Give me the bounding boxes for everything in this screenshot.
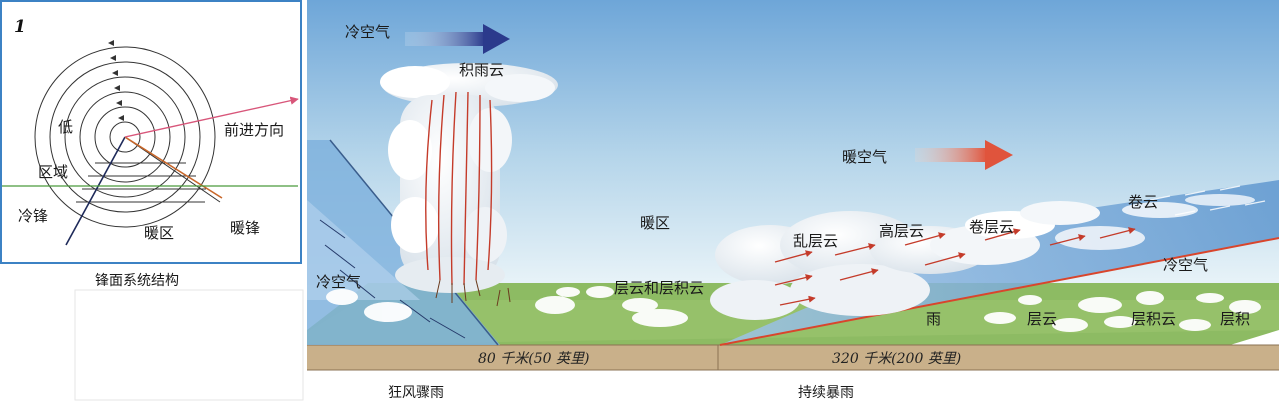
- inset-warm-sector-label: 暖区: [144, 224, 174, 242]
- inset-region-label: 区域: [38, 163, 68, 181]
- inset-caption: 锋面系统结构: [95, 273, 179, 289]
- inset-direction-arrow: [124, 96, 299, 138]
- cold-flow-lines: [319, 219, 466, 339]
- main-diagram: 冷空气 积雨云 暖空气 暖区 冷空气 层云和层积云 乱层云 高层云 卷层云 卷云…: [307, 0, 1279, 401]
- inset-warm-front-label: 暖锋: [230, 219, 260, 237]
- cold-air-left-label: 冷空气: [316, 273, 361, 291]
- cirrostratus-label: 卷层云: [969, 218, 1014, 236]
- altostratus-label: 高层云: [879, 222, 924, 240]
- inset-number: 1: [14, 17, 26, 37]
- isobar-circles: [34, 46, 216, 228]
- caption-squall: 狂风骤雨: [388, 385, 444, 401]
- caption-steady-rain: 持续暴雨: [798, 384, 854, 401]
- warm-air-label: 暖空气: [842, 148, 887, 166]
- warm-sector-label: 暖区: [640, 214, 670, 232]
- warm-air-rising-arrows: [774, 227, 1136, 306]
- inset-panel: 1: [0, 0, 302, 289]
- inset-warm-front-line: [124, 136, 223, 199]
- cold-air-top-label: 冷空气: [345, 23, 390, 41]
- ground-cumulus-clouds: [326, 286, 1261, 332]
- cumulonimbus-label: 积雨云: [459, 61, 504, 79]
- rain-label: 雨: [926, 310, 941, 328]
- stratus-label: 层云: [1027, 310, 1057, 328]
- soil-strip: [307, 345, 1279, 370]
- inset-direction-label: 前进方向: [224, 121, 284, 139]
- cumulonimbus-cloud: [380, 63, 558, 293]
- warm-air-arrow: [915, 140, 1013, 170]
- cold-air-arrow: [405, 24, 510, 54]
- warm-front-line: [719, 237, 1279, 346]
- stratocumulus-label: 层积云: [1131, 310, 1176, 328]
- updraft-lines: [425, 91, 493, 286]
- stratiform-cloud-mass: [710, 194, 1255, 320]
- stratus-stratocumulus-label: 层云和层积云: [614, 279, 704, 297]
- circulation-arrows: [108, 40, 124, 121]
- inset-blank-area: [74, 289, 304, 401]
- inset-low-label: 低: [58, 118, 73, 136]
- inset-cold-front-line: [65, 136, 126, 246]
- inset-cold-front-label: 冷锋: [18, 207, 48, 225]
- cold-air-right-label: 冷空气: [1163, 256, 1208, 274]
- cirrus-label: 卷云: [1128, 193, 1158, 211]
- distance-right-label: 320 千米(200 英里): [832, 351, 961, 367]
- nimbostratus-label: 乱层云: [793, 232, 838, 250]
- stratocumulus-cut-label: 层积: [1220, 310, 1250, 328]
- distance-left-label: 80 千米(50 英里): [478, 351, 589, 367]
